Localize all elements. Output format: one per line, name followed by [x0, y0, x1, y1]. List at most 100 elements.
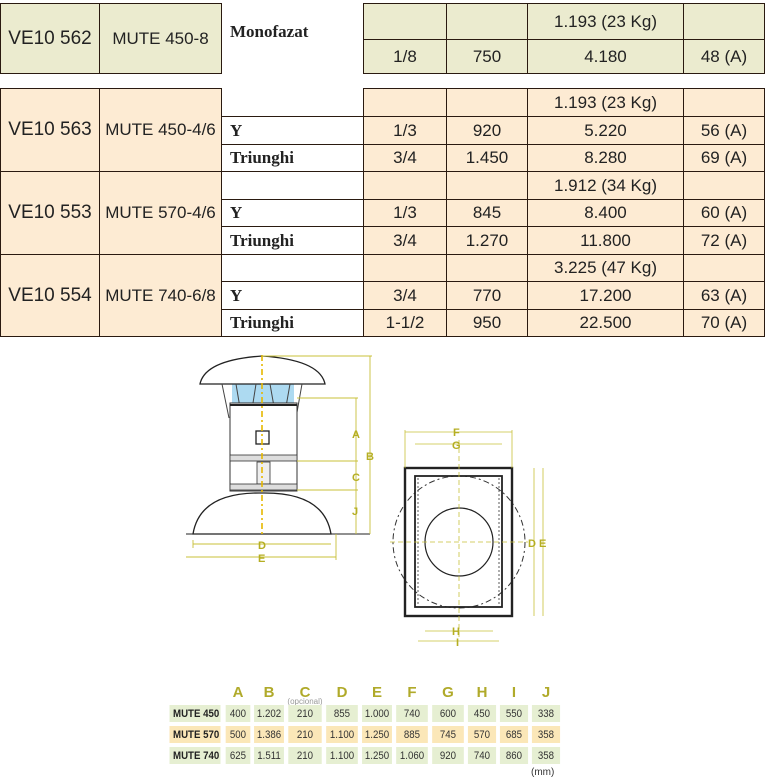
- product-code: VE10 553: [0, 171, 100, 255]
- hp: 1/3: [363, 116, 447, 145]
- cell: 920: [432, 747, 464, 764]
- header-empty: [166, 684, 224, 701]
- flow: 8.280: [527, 144, 684, 172]
- row-name: MUTE 570: [169, 726, 221, 743]
- hp: 3/4: [363, 144, 447, 172]
- rpm: 845: [446, 199, 528, 227]
- header-c-label: C: [299, 684, 311, 701]
- empty-cell: [683, 254, 765, 282]
- empty-cell: [446, 88, 528, 117]
- dim-label-c: C: [352, 472, 360, 484]
- rpm: 1.270: [446, 226, 528, 255]
- rpm: 770: [446, 281, 528, 310]
- product-code: VE10 563: [0, 88, 100, 172]
- empty-cell: [683, 88, 765, 117]
- header-g: G: [442, 684, 454, 701]
- cell: 500: [225, 726, 251, 743]
- cell: 1.250: [362, 747, 392, 764]
- cell: 1.250: [362, 726, 392, 743]
- dim-label-h: H: [452, 626, 460, 638]
- cell: 1.000: [362, 705, 392, 722]
- unit-label: (mm): [531, 767, 555, 778]
- hp: 1/3: [363, 199, 447, 227]
- rpm: 1.450: [446, 144, 528, 172]
- empty-cell: [221, 88, 364, 117]
- supply-type: Monofazat: [221, 3, 364, 74]
- cell: 210: [288, 747, 322, 764]
- cell: 358: [531, 726, 561, 743]
- connection: Triunghi: [221, 144, 364, 172]
- weight: 1.193 (23 Kg): [527, 88, 684, 117]
- cell: 885: [396, 726, 428, 743]
- hp: 3/4: [363, 226, 447, 255]
- flow: 22.500: [527, 309, 684, 337]
- cell: 1.060: [396, 747, 428, 764]
- header-b: B: [263, 684, 275, 701]
- empty-cell: [683, 171, 765, 200]
- empty-cell: [446, 254, 528, 282]
- table-row: MUTE 740 625 1.511 210 1.100 1.250 1.060…: [166, 747, 562, 764]
- cell: 210: [288, 705, 322, 722]
- header-c-note: (opcional): [287, 697, 323, 706]
- weight: 1.193 (23 Kg): [527, 3, 684, 40]
- flow: 17.200: [527, 281, 684, 310]
- noise: 48 (A): [683, 39, 765, 74]
- cell: 600: [432, 705, 464, 722]
- header-d: D: [336, 684, 348, 701]
- empty-cell: [221, 254, 364, 282]
- cell: 400: [225, 705, 251, 722]
- cell: 745: [432, 726, 464, 743]
- connection: Y: [221, 281, 364, 310]
- flow: 5.220: [527, 116, 684, 145]
- dim-label-d: D: [528, 538, 536, 550]
- fan-side-view-diagram: A B C J D E: [186, 355, 374, 565]
- cell: 860: [499, 747, 529, 764]
- empty-cell: [221, 171, 364, 200]
- empty-cell: [363, 254, 447, 282]
- table-row: MUTE 570 500 1.386 210 1.100 1.250 885 7…: [166, 726, 562, 743]
- cell: 625: [225, 747, 251, 764]
- cell: 1.100: [326, 747, 358, 764]
- connection: Triunghi: [221, 309, 364, 337]
- noise: 63 (A): [683, 281, 765, 310]
- rpm: 920: [446, 116, 528, 145]
- empty-cell: [363, 3, 447, 40]
- model-name: MUTE 570-4/6: [99, 171, 222, 255]
- header-j: J: [541, 684, 551, 701]
- dimensions-table: A B C(opcional) D E F G H I J MUTE 450 4…: [166, 680, 562, 768]
- noise: 60 (A): [683, 199, 765, 227]
- header-e: E: [371, 684, 382, 701]
- header-i: I: [511, 684, 517, 701]
- cell: 570: [467, 726, 497, 743]
- row-name: MUTE 450: [169, 705, 221, 722]
- hp: 1-1/2: [363, 309, 447, 337]
- weight: 1.912 (34 Kg): [527, 171, 684, 200]
- noise: 70 (A): [683, 309, 765, 337]
- flow: 11.800: [527, 226, 684, 255]
- row-name: MUTE 740: [169, 747, 221, 764]
- weight: 3.225 (47 Kg): [527, 254, 684, 282]
- spec-table-threephase: VE10 563 MUTE 450-4/6 1.193 (23 Kg) Y 1/…: [0, 88, 765, 337]
- spec-table-monophase: VE10 562 MUTE 450-8 Monofazat 1.193 (23 …: [0, 3, 765, 74]
- dim-label-g: G: [452, 440, 461, 452]
- connection: Triunghi: [221, 226, 364, 255]
- dim-label-b: B: [366, 451, 374, 463]
- header-a: A: [232, 684, 244, 701]
- dim-label-j: J: [352, 506, 358, 518]
- empty-cell: [363, 171, 447, 200]
- header-c: C(opcional): [286, 684, 324, 706]
- dim-label-i: I: [456, 637, 459, 649]
- model-name: MUTE 450-8: [99, 3, 222, 74]
- rpm: 750: [446, 39, 528, 74]
- dim-label-d: D: [258, 540, 266, 552]
- flow: 8.400: [527, 199, 684, 227]
- cell: 740: [396, 705, 428, 722]
- product-code: VE10 554: [0, 254, 100, 337]
- header-f: F: [407, 684, 417, 701]
- flow: 4.180: [527, 39, 684, 74]
- dim-label-e: E: [258, 553, 265, 565]
- dim-label-a: A: [352, 429, 360, 441]
- cell: 1.386: [254, 726, 284, 743]
- cell: 338: [531, 705, 561, 722]
- cell: 1.202: [254, 705, 284, 722]
